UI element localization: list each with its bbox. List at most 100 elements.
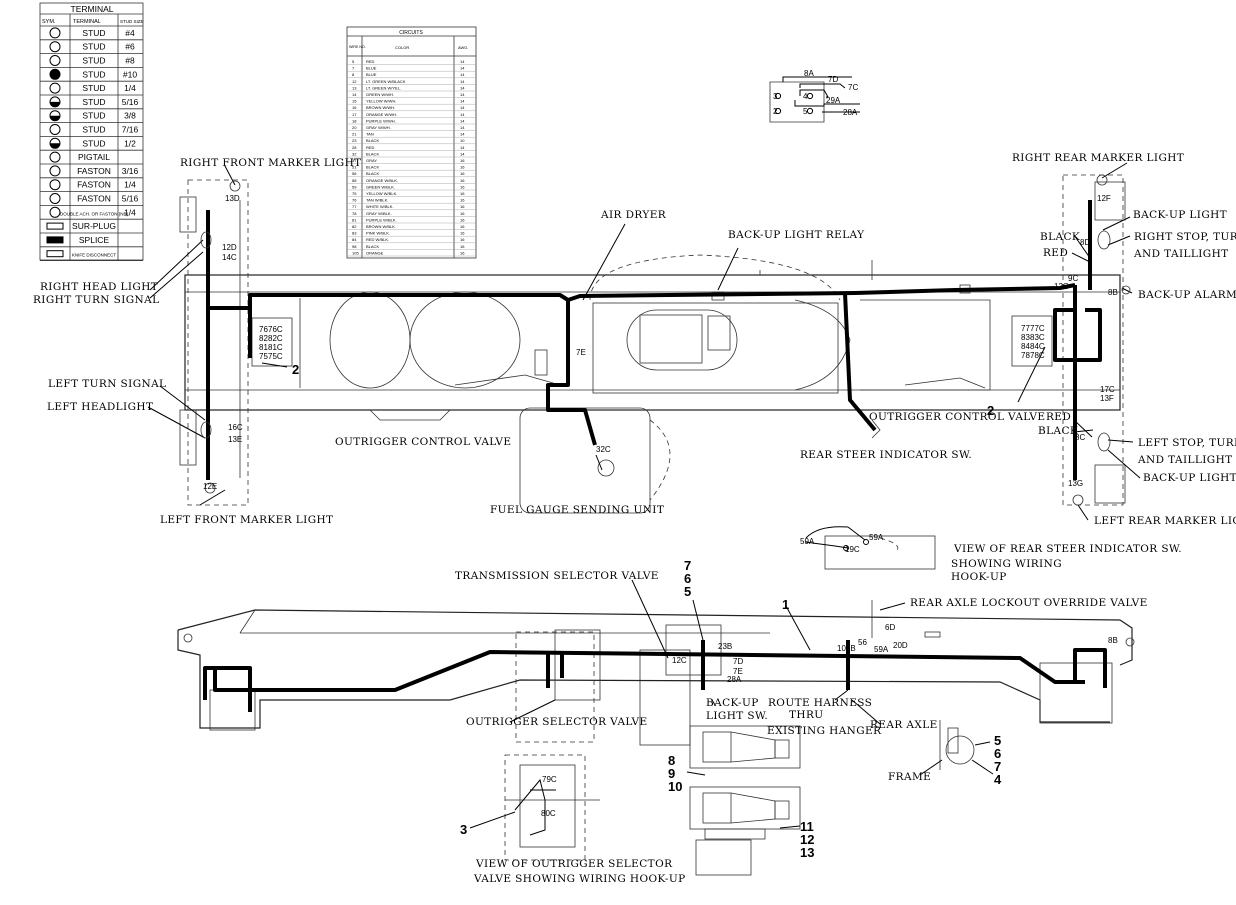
tag-12c: 12C [672,656,687,665]
stud-quarter-fill-icon-fill [50,101,60,107]
left-front-marker-icon [204,482,216,494]
legend-terminal-label: STUD [82,28,105,38]
circuits-header-color: COLOR [395,45,409,50]
legend-stud-size: 1/4 [124,180,136,190]
callout-11: 11 [800,819,814,834]
label-and-taillight-right: AND TAILLIGHT [1133,248,1229,260]
label-route-harness-3: EXISTING HANGER [767,725,882,737]
circuit-color: GRAY W/BLK. [366,211,392,216]
circuit-color: BLACK [366,171,379,176]
stud-ring-icon [49,27,61,39]
circuit-wire-no: 98 [352,244,357,249]
legend-terminal-label: SPLICE [79,235,110,245]
stud-hatched-icon [49,124,61,135]
label-left-headlight: LEFT HEADLIGHT [47,401,153,413]
label-right-front-marker: RIGHT FRONT MARKER LIGHT [180,157,362,169]
tag-56: 56 [858,638,867,647]
circuit-awg: 16 [460,165,465,170]
left-stop-turn-light-icon [1097,432,1111,452]
relay-wire-7d: 7D [828,75,838,84]
side-view-callout-numbers: 7 6 5 1 8 9 10 11 12 13 3 5 6 7 4 [460,558,1002,860]
tag-81c: 81C [268,343,283,352]
tag-83: 83 [1021,333,1030,342]
right-rear-marker-icon [1096,174,1108,186]
relay-wire-7c: 7C [848,83,858,92]
tag-20d: 20D [893,641,908,650]
tag-8d: 8D [1080,238,1090,247]
label-backup-light-right: BACK-UP LIGHT [1133,209,1227,221]
callout-5-frame: 5 [994,733,1001,748]
callout-12: 12 [800,832,814,847]
circuit-color: YELLOW W/BLK. [366,191,397,196]
circuit-awg: 16 [460,191,465,196]
circuit-wire-no: 8 [352,72,355,77]
rear-steer-wire-59a-right: 59A [869,533,884,542]
circuit-color: WHITE W/BLK. [366,204,394,209]
circuit-awg: 14 [460,118,465,123]
circuit-color: PINK W/BLK. [366,231,390,236]
circuit-wire-no: 76 [352,198,357,203]
legend-terminal-label: STUD [82,111,105,121]
legend-terminal-label: FASTON [77,194,111,204]
tag-9c: 9C [1068,274,1078,283]
tag-78c: 78C [1030,351,1045,360]
tag-59a: 59A [874,645,889,654]
circuit-awg: 14 [460,66,465,71]
circuit-color: BLACK [366,244,379,249]
circuit-awg: 16 [460,244,465,249]
legend-terminal-label: STUD [82,56,105,66]
circuit-wire-no: 83 [352,231,357,236]
legend-terminal-label: STUD [82,125,105,135]
circuit-awg: 16 [460,198,465,203]
tag-78: 78 [1021,351,1030,360]
legend-terminal-label: DOUBLE ACH. OR FASTON (NB) [60,211,128,216]
circuit-awg: 14 [460,99,465,104]
tag-77c: 77C [1030,324,1045,333]
circuit-awg: 14 [460,132,465,137]
side-view-harness [203,640,1107,836]
circuit-wire-no: 51 [352,165,357,170]
legend-terminal-label: FASTON [77,166,111,176]
callout-1: 1 [782,597,789,612]
circuit-awg: 14 [460,85,465,90]
legend-terminal-label: STUD [82,97,105,107]
side-view-labels: TRANSMISSION SELECTOR VALVE REAR AXLE LO… [455,570,1147,885]
circuit-color: LT. GREEN W/BLACK [366,79,406,84]
rear-steer-wire-19c: 19C [845,545,860,554]
plan-view-leaders [147,162,1141,521]
tag-12e: 12E [203,482,217,491]
circuit-wire-no: 58 [352,178,357,183]
pigtail-icon [49,151,61,163]
label-right-head-light: RIGHT HEAD LIGHT [40,281,158,293]
circuit-color: TAN W/BLK. [366,198,388,203]
tag-12f: 12F [1097,194,1111,203]
circuit-color: ORANGE [366,250,384,255]
circuit-awg: 14 [460,59,465,64]
circuit-awg: 16 [460,250,465,255]
circuit-awg: 16 [460,158,465,163]
stud-ring-double-icon [49,55,61,66]
legend-header-size: STUD SIZE [120,19,144,24]
circuits-title: CIRCUITS [399,30,423,36]
circuit-awg: 14 [460,125,465,130]
legend-stud-size: #4 [125,28,135,38]
callout-13: 13 [800,845,814,860]
tag-7e: 7E [576,348,586,357]
tag-12g: 12G [1054,282,1069,291]
light-symbols [200,174,1131,506]
faston-cross-icon [49,179,61,191]
circuit-awg: 16 [460,184,465,189]
relay-terminal-2: 2 [773,107,778,116]
tag-84c: 84C [1030,342,1045,351]
circuit-awg: 14 [460,151,465,156]
tag-23b: 23B [718,642,732,651]
label-black-left: BLACK [1038,425,1078,437]
tag-82c: 82C [268,334,283,343]
plan-view-wire-tags: 13D 12D 14C 76C 82C 81C 75C 76 82 81 75 … [203,194,1118,491]
tag-13g: 13G [1068,479,1083,488]
label-transmission-selector-valve: TRANSMISSION SELECTOR VALVE [455,570,659,582]
circuit-color: BLACK [366,138,379,143]
rear-steer-switch-view: 59A 59A 19C VIEW OF REAR STEER INDICATOR… [800,526,1182,583]
